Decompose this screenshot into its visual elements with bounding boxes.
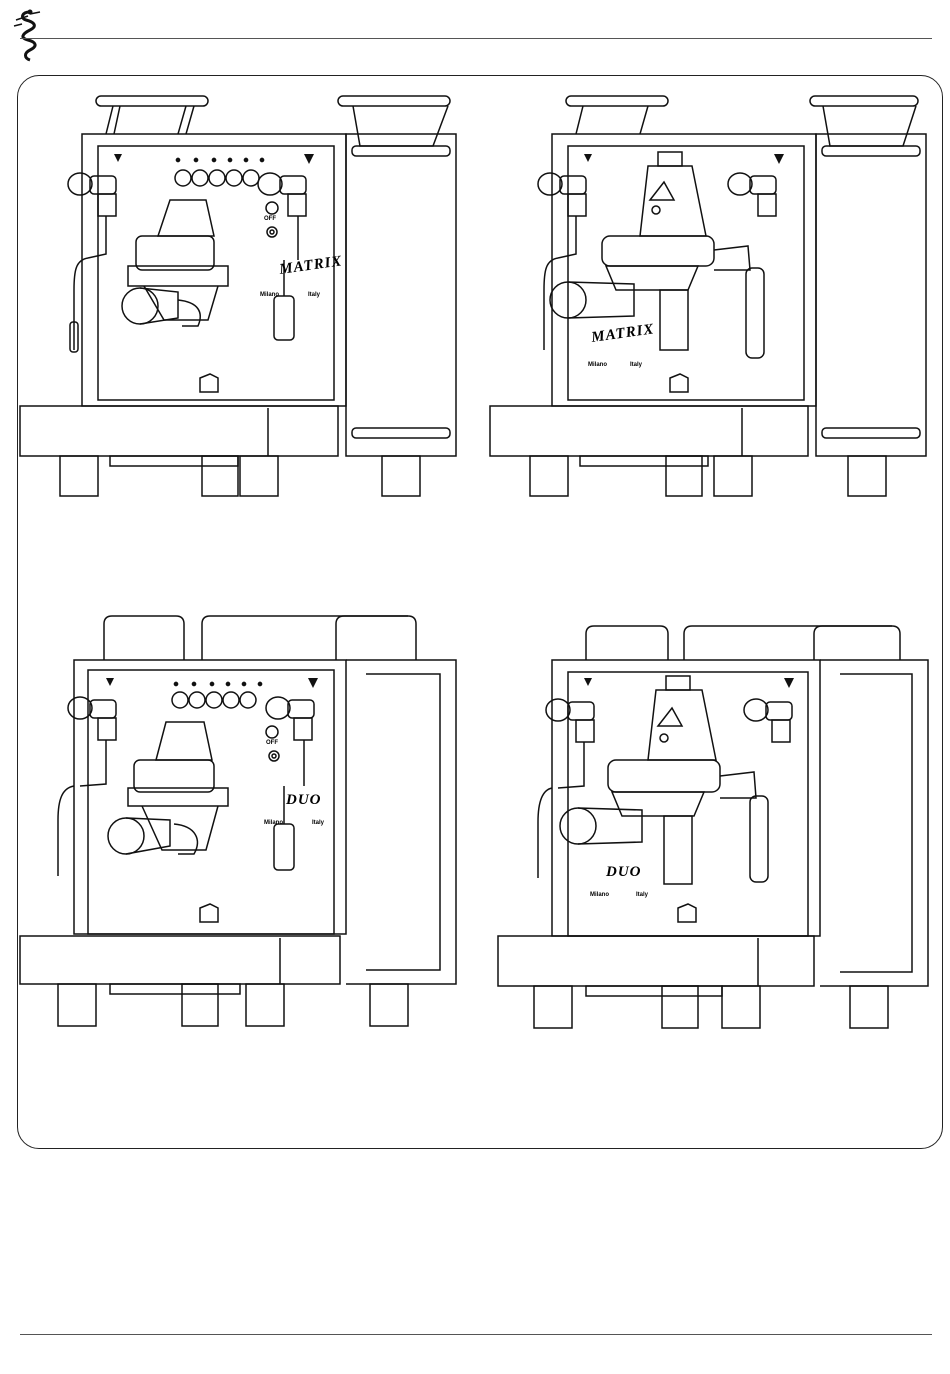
brand-label: DUO: [285, 792, 322, 808]
switch-off-label: OFF: [264, 216, 276, 222]
city-right-label: Italy: [636, 892, 649, 898]
espresso-machine-matrix-side: MATRIX Milano Italy: [488, 90, 948, 530]
city-right-label: Italy: [630, 362, 643, 368]
switch-off-label: OFF: [266, 740, 278, 746]
header-rule: [20, 38, 932, 39]
city-left-label: Milano: [260, 292, 279, 298]
espresso-machine-duo-side: DUO Milano Italy: [488, 610, 948, 1050]
biscione-serpent-logo-icon: [10, 8, 50, 64]
espresso-machine-matrix-front: MATRIX Milano Italy OFF: [18, 90, 478, 530]
footer-rule: [20, 1334, 932, 1335]
espresso-machine-duo-front: DUO Milano Italy OFF: [18, 610, 478, 1050]
city-left-label: Milano: [590, 892, 609, 898]
city-left-label: Milano: [264, 820, 283, 826]
brand-label: DUO: [605, 864, 642, 880]
city-right-label: Italy: [312, 820, 325, 826]
city-left-label: Milano: [588, 362, 607, 368]
brand-label: MATRIX: [589, 321, 655, 346]
city-right-label: Italy: [308, 292, 321, 298]
